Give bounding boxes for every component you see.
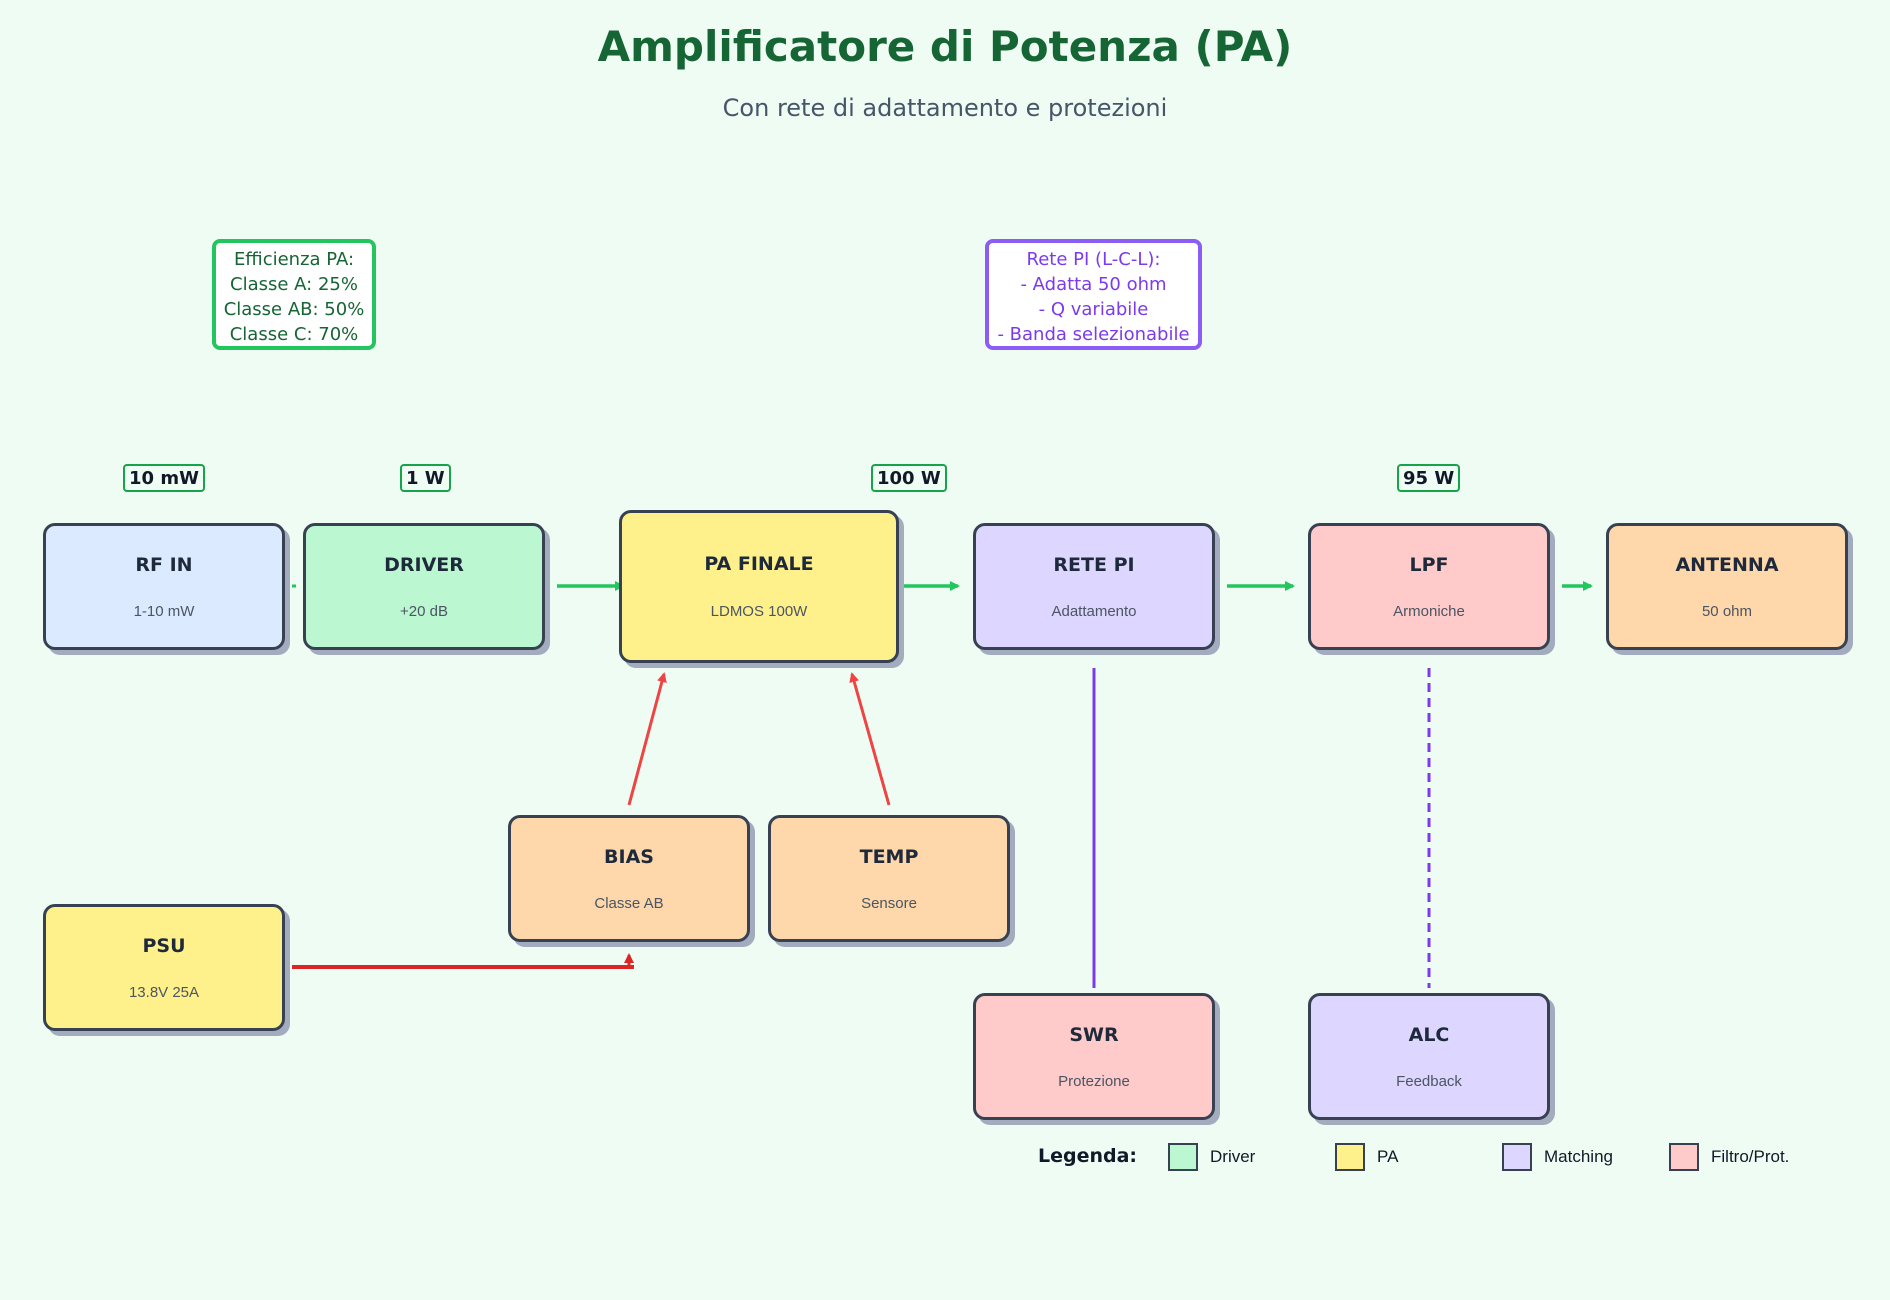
note-pi-line: - Banda selezionabile — [997, 324, 1190, 345]
block-title: LPF — [1409, 554, 1449, 576]
legend-swatch-matching — [1502, 1143, 1532, 1171]
block-subtitle: +20 dB — [400, 603, 448, 620]
block-rete-pi: RETE PI Adattamento — [973, 523, 1215, 650]
power-label-pa: 100 W — [871, 464, 947, 492]
note-efficiency-line: Classe A: 25% — [230, 274, 358, 295]
block-subtitle: Sensore — [861, 895, 917, 912]
block-title: PA FINALE — [704, 553, 814, 575]
block-psu: PSU 13.8V 25A — [43, 904, 285, 1031]
block-title: DRIVER — [384, 554, 464, 576]
block-swr: SWR Protezione — [973, 993, 1215, 1120]
power-label-driver: 1 W — [400, 464, 451, 492]
note-pi-line: - Adatta 50 ohm — [1020, 274, 1167, 295]
note-efficiency-line: Classe AB: 50% — [223, 299, 365, 320]
block-title: RETE PI — [1053, 554, 1135, 576]
block-subtitle: 50 ohm — [1701, 603, 1753, 620]
block-title: RF IN — [135, 554, 193, 576]
power-label-rfin: 10 mW — [123, 464, 205, 492]
legend-swatch-filter — [1669, 1143, 1699, 1171]
block-subtitle: Feedback — [1396, 1073, 1462, 1090]
power-label-lpf: 95 W — [1397, 464, 1461, 492]
arrow-bias-pa — [627, 672, 667, 806]
block-pa-finale: PA FINALE LDMOS 100W — [619, 510, 899, 663]
block-subtitle: Armoniche — [1393, 603, 1465, 620]
note-efficiency-line: Efficienza PA: — [233, 249, 355, 270]
block-temp: TEMP Sensore — [768, 815, 1010, 942]
block-title: ALC — [1408, 1024, 1450, 1046]
arrow-temp-pa — [849, 672, 891, 806]
block-title: TEMP — [859, 846, 919, 868]
block-subtitle: 13.8V 25A — [128, 984, 200, 1001]
block-subtitle: LDMOS 100W — [710, 603, 808, 620]
legend-item-label: Matching — [1544, 1147, 1613, 1166]
block-rf-in: RF IN 1-10 mW — [43, 523, 285, 650]
block-title: SWR — [1069, 1024, 1119, 1046]
block-subtitle: Adattamento — [1051, 603, 1137, 620]
legend-swatch-driver — [1168, 1143, 1198, 1171]
block-lpf: LPF Armoniche — [1308, 523, 1550, 650]
note-pi-network: Rete PI (L-C-L): - Adatta 50 ohm - Q var… — [985, 239, 1202, 350]
note-pi-line: - Q variabile — [1038, 299, 1149, 320]
block-subtitle: Classe AB — [594, 895, 664, 912]
legend-item-label: Filtro/Prot. — [1711, 1147, 1790, 1166]
legend-title: Legenda: — [1038, 1145, 1138, 1167]
block-driver: DRIVER +20 dB — [303, 523, 545, 650]
note-efficiency-line: Classe C: 70% — [229, 324, 359, 345]
diagram-title: Amplificatore di Potenza (PA) — [597, 22, 1293, 71]
block-subtitle: 1-10 mW — [133, 603, 195, 620]
block-subtitle: Protezione — [1058, 1073, 1130, 1090]
block-title: BIAS — [604, 846, 654, 868]
block-antenna: ANTENNA 50 ohm — [1606, 523, 1848, 650]
note-efficiency: Efficienza PA: Classe A: 25% Classe AB: … — [212, 239, 376, 350]
note-pi-line: Rete PI (L-C-L): — [1026, 249, 1161, 270]
legend-item-label: Driver — [1210, 1147, 1256, 1166]
block-bias: BIAS Classe AB — [508, 815, 750, 942]
block-alc: ALC Feedback — [1308, 993, 1550, 1120]
legend-item-label: PA — [1377, 1147, 1399, 1166]
block-title: ANTENNA — [1675, 554, 1779, 576]
diagram-subtitle: Con rete di adattamento e protezioni — [722, 94, 1168, 122]
legend-swatch-pa — [1335, 1143, 1365, 1171]
block-title: PSU — [142, 935, 186, 957]
